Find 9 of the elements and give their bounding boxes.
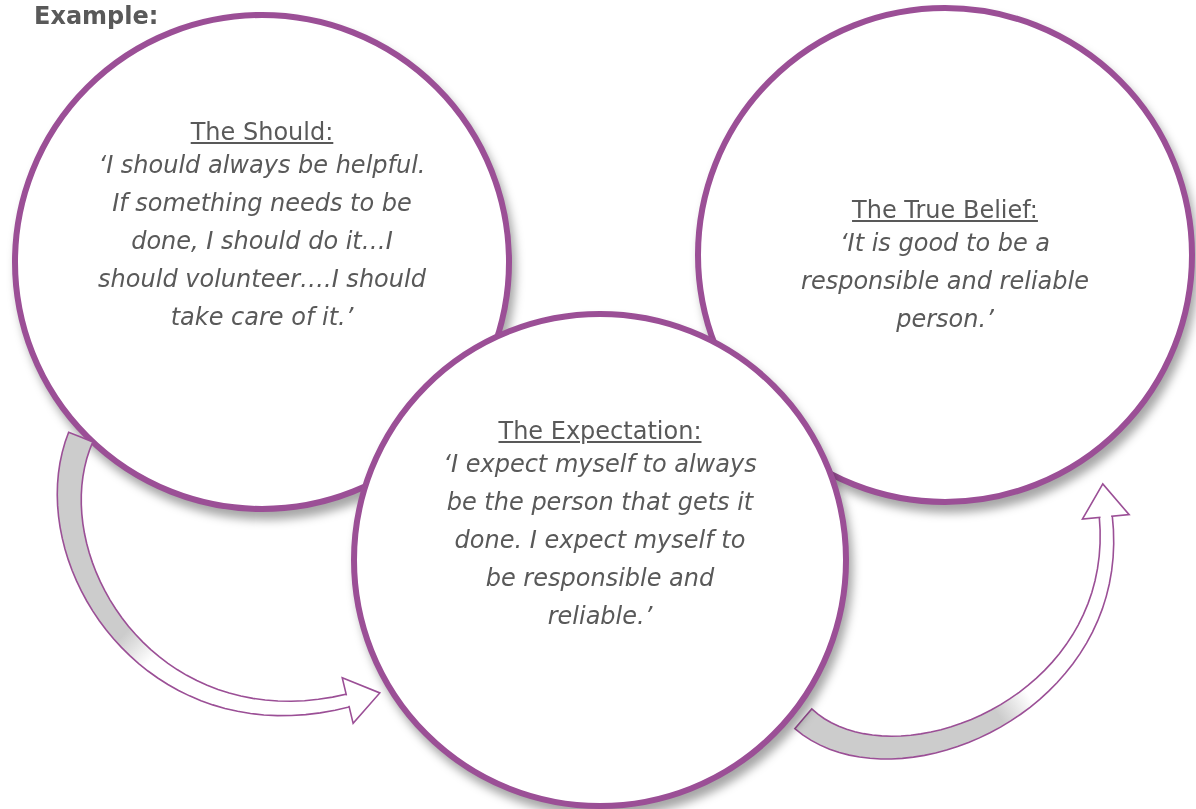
- quote-text: ‘I expect myself to always be the person that gets it done. I expect myself to be responsible and reliable.’: [442, 449, 758, 632]
- curved-arrow: [56, 431, 381, 725]
- curved-arrow: [793, 483, 1130, 760]
- quote-text: ‘I should always be helpful. If something needs to be done, I should do it…I should volunteer….I should take care of it.’: [97, 150, 427, 333]
- heading-text: Example:: [34, 2, 159, 30]
- circle-heading: The Should:: [189, 118, 335, 146]
- circle-heading: The Expectation:: [497, 417, 703, 445]
- quote-text: ‘It is good to be a responsible and reliable person.’: [800, 228, 1090, 335]
- circle-heading: The True Belief:: [851, 196, 1039, 224]
